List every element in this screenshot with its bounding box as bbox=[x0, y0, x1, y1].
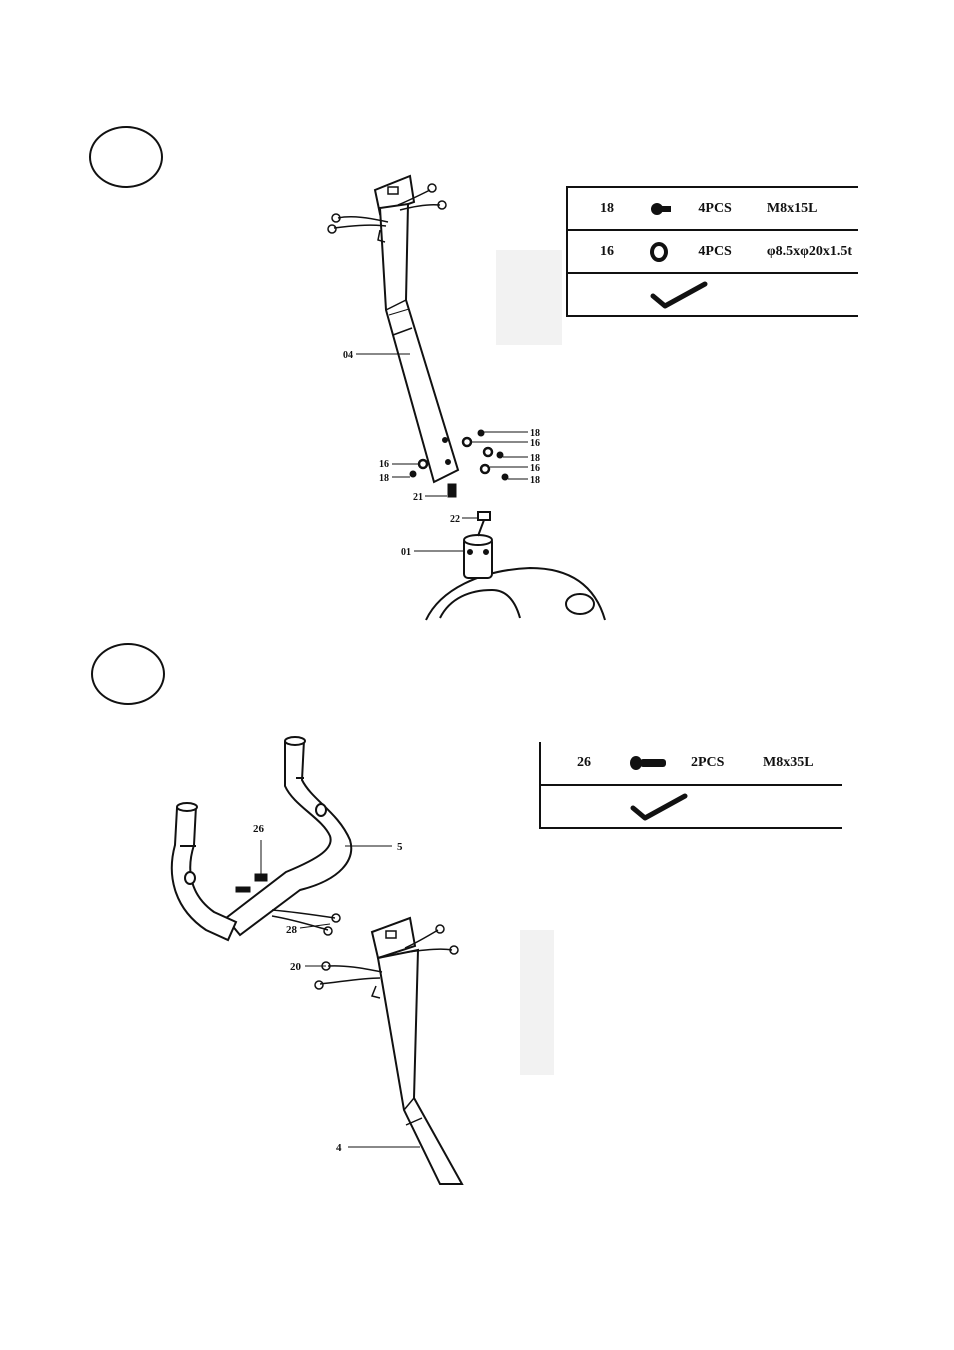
callout-label: 16 bbox=[379, 459, 389, 470]
callout-label: 18 bbox=[379, 473, 389, 484]
step-2-circle bbox=[91, 643, 165, 705]
part-number: 26 bbox=[577, 755, 591, 770]
quantity: 4PCS bbox=[698, 243, 732, 259]
upright-post-step1 bbox=[373, 174, 460, 484]
table-row: 26 2PCS M8x35L bbox=[540, 742, 842, 785]
callout-label: 5 bbox=[397, 841, 403, 853]
wire-harness bbox=[314, 924, 459, 999]
table-row: 18 4PCS M8x15L bbox=[567, 187, 858, 230]
spec: φ8.5xφ20x1.5t bbox=[766, 243, 852, 259]
handlebar bbox=[170, 736, 353, 942]
table-row: 16 4PCS φ8.5xφ20x1.5t bbox=[567, 230, 858, 273]
wire-harness bbox=[271, 909, 341, 936]
callout-label: 4 bbox=[336, 1142, 342, 1154]
step-2-parts-table: 26 2PCS M8x35L bbox=[539, 742, 842, 829]
wire-harness bbox=[327, 183, 447, 243]
callout-label: 18 bbox=[530, 428, 540, 439]
step-1-parts-table: 18 4PCS M8x15L 16 4PCS φ8.5xφ20x1.5t bbox=[566, 186, 858, 317]
callout-label: 18 bbox=[530, 453, 540, 464]
callout-label: 18 bbox=[530, 475, 540, 486]
bolt-icon bbox=[643, 187, 693, 230]
callout-label: 04 bbox=[343, 350, 353, 361]
callout-label: 01 bbox=[401, 547, 411, 558]
scan-shade bbox=[520, 930, 554, 1075]
allen-key-icon bbox=[643, 273, 761, 316]
long-bolt-icon bbox=[623, 742, 685, 785]
fasteners bbox=[409, 429, 509, 498]
upright-post-step2 bbox=[370, 916, 464, 1185]
table-row bbox=[567, 273, 858, 316]
table-row bbox=[540, 785, 842, 828]
callout-label: 20 bbox=[290, 961, 302, 973]
quantity: 2PCS bbox=[691, 755, 725, 770]
leader-lines bbox=[356, 353, 528, 552]
callout-label: 26 bbox=[253, 823, 265, 835]
callout-label: 16 bbox=[530, 463, 540, 474]
part-number: 18 bbox=[600, 200, 614, 216]
washer-icon bbox=[643, 230, 693, 273]
leader-lines bbox=[260, 840, 420, 1148]
spec: M8x15L bbox=[766, 200, 818, 216]
callout-label: 22 bbox=[450, 514, 460, 525]
quantity: 4PCS bbox=[698, 200, 732, 216]
callout-label: 28 bbox=[286, 924, 298, 936]
allen-key-icon bbox=[623, 785, 757, 828]
main-frame bbox=[425, 511, 606, 621]
part-number: 16 bbox=[600, 243, 614, 259]
callout-label: 16 bbox=[530, 438, 540, 449]
scan-shade bbox=[496, 250, 562, 345]
step-1-circle bbox=[89, 126, 163, 188]
spec: M8x35L bbox=[763, 755, 814, 770]
callout-label: 21 bbox=[413, 492, 423, 503]
